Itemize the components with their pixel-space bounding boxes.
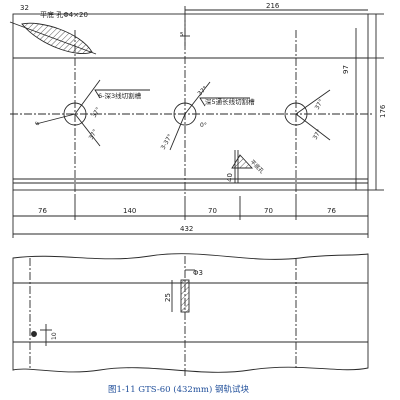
dim-176-label: 176 [379, 104, 387, 118]
dim-6-label: 6 [35, 121, 42, 127]
angle-37-d: 37° [314, 98, 325, 111]
angle-37-c: 37° [196, 85, 208, 97]
side-view-labels: Φ3 25 10 [51, 269, 203, 340]
dim-97-label: 97 [342, 65, 350, 74]
angle-ray [184, 81, 211, 115]
dim-phi3-label: Φ3 [193, 269, 203, 277]
dim-70-b-label: 70 [264, 207, 273, 215]
hole-right [284, 102, 308, 126]
top-view-labels: 32 平底 孔Φ4×20 216 97 176 6-深3线切割槽 深5通长线切割… [20, 2, 387, 233]
slot-mid-leader [199, 97, 250, 107]
slot-left-leader [94, 89, 150, 99]
figure-caption: 图1-11 GTS-60 (432mm) 钢轨试块 [108, 384, 249, 395]
dim-40-label: 40 [226, 173, 234, 182]
dim-25-label: 25 [164, 293, 172, 302]
angle-ray [295, 113, 331, 141]
slot-mid-label: 深5通长线切割槽 [205, 97, 255, 106]
side-view [12, 253, 369, 376]
dim-70-a-label: 70 [208, 207, 217, 215]
dim-432-label: 432 [180, 225, 193, 233]
slot-left-label: 6-深3线切割槽 [98, 91, 142, 100]
angle-37-a: 37° [91, 106, 102, 119]
flat-hole-label: 平底 孔Φ4×20 [40, 10, 88, 19]
angle-ray [35, 113, 76, 125]
angle-ray [74, 113, 101, 147]
block-outline-top [12, 13, 369, 191]
dim-140-label: 140 [123, 207, 136, 215]
flat-hole-leader [9, 21, 97, 55]
dim-32-label: 32 [20, 4, 29, 12]
side-small-hole [31, 331, 37, 337]
flat-hole-small-hatch [231, 154, 254, 169]
angle-37-b: 37° [88, 128, 99, 141]
dim-5-label: 5 [180, 32, 184, 38]
angle-ray [169, 113, 186, 151]
block-outline-side [12, 253, 369, 373]
hole-mid [173, 102, 197, 126]
angle-37-f: 37° [312, 128, 323, 141]
angle-0-label: 0° [200, 122, 207, 129]
angle-37-e: 3-37° [160, 133, 174, 151]
side-slot-hatch [180, 279, 190, 313]
angle-ray [74, 79, 101, 115]
hole-left [63, 102, 87, 126]
dim-216-label: 216 [266, 2, 280, 10]
angle-ray [295, 89, 331, 115]
top-view [9, 6, 384, 238]
dim-10-label: 10 [51, 332, 58, 340]
dim-76-right-label: 76 [327, 207, 336, 215]
dim-76-left-label: 76 [38, 207, 47, 215]
